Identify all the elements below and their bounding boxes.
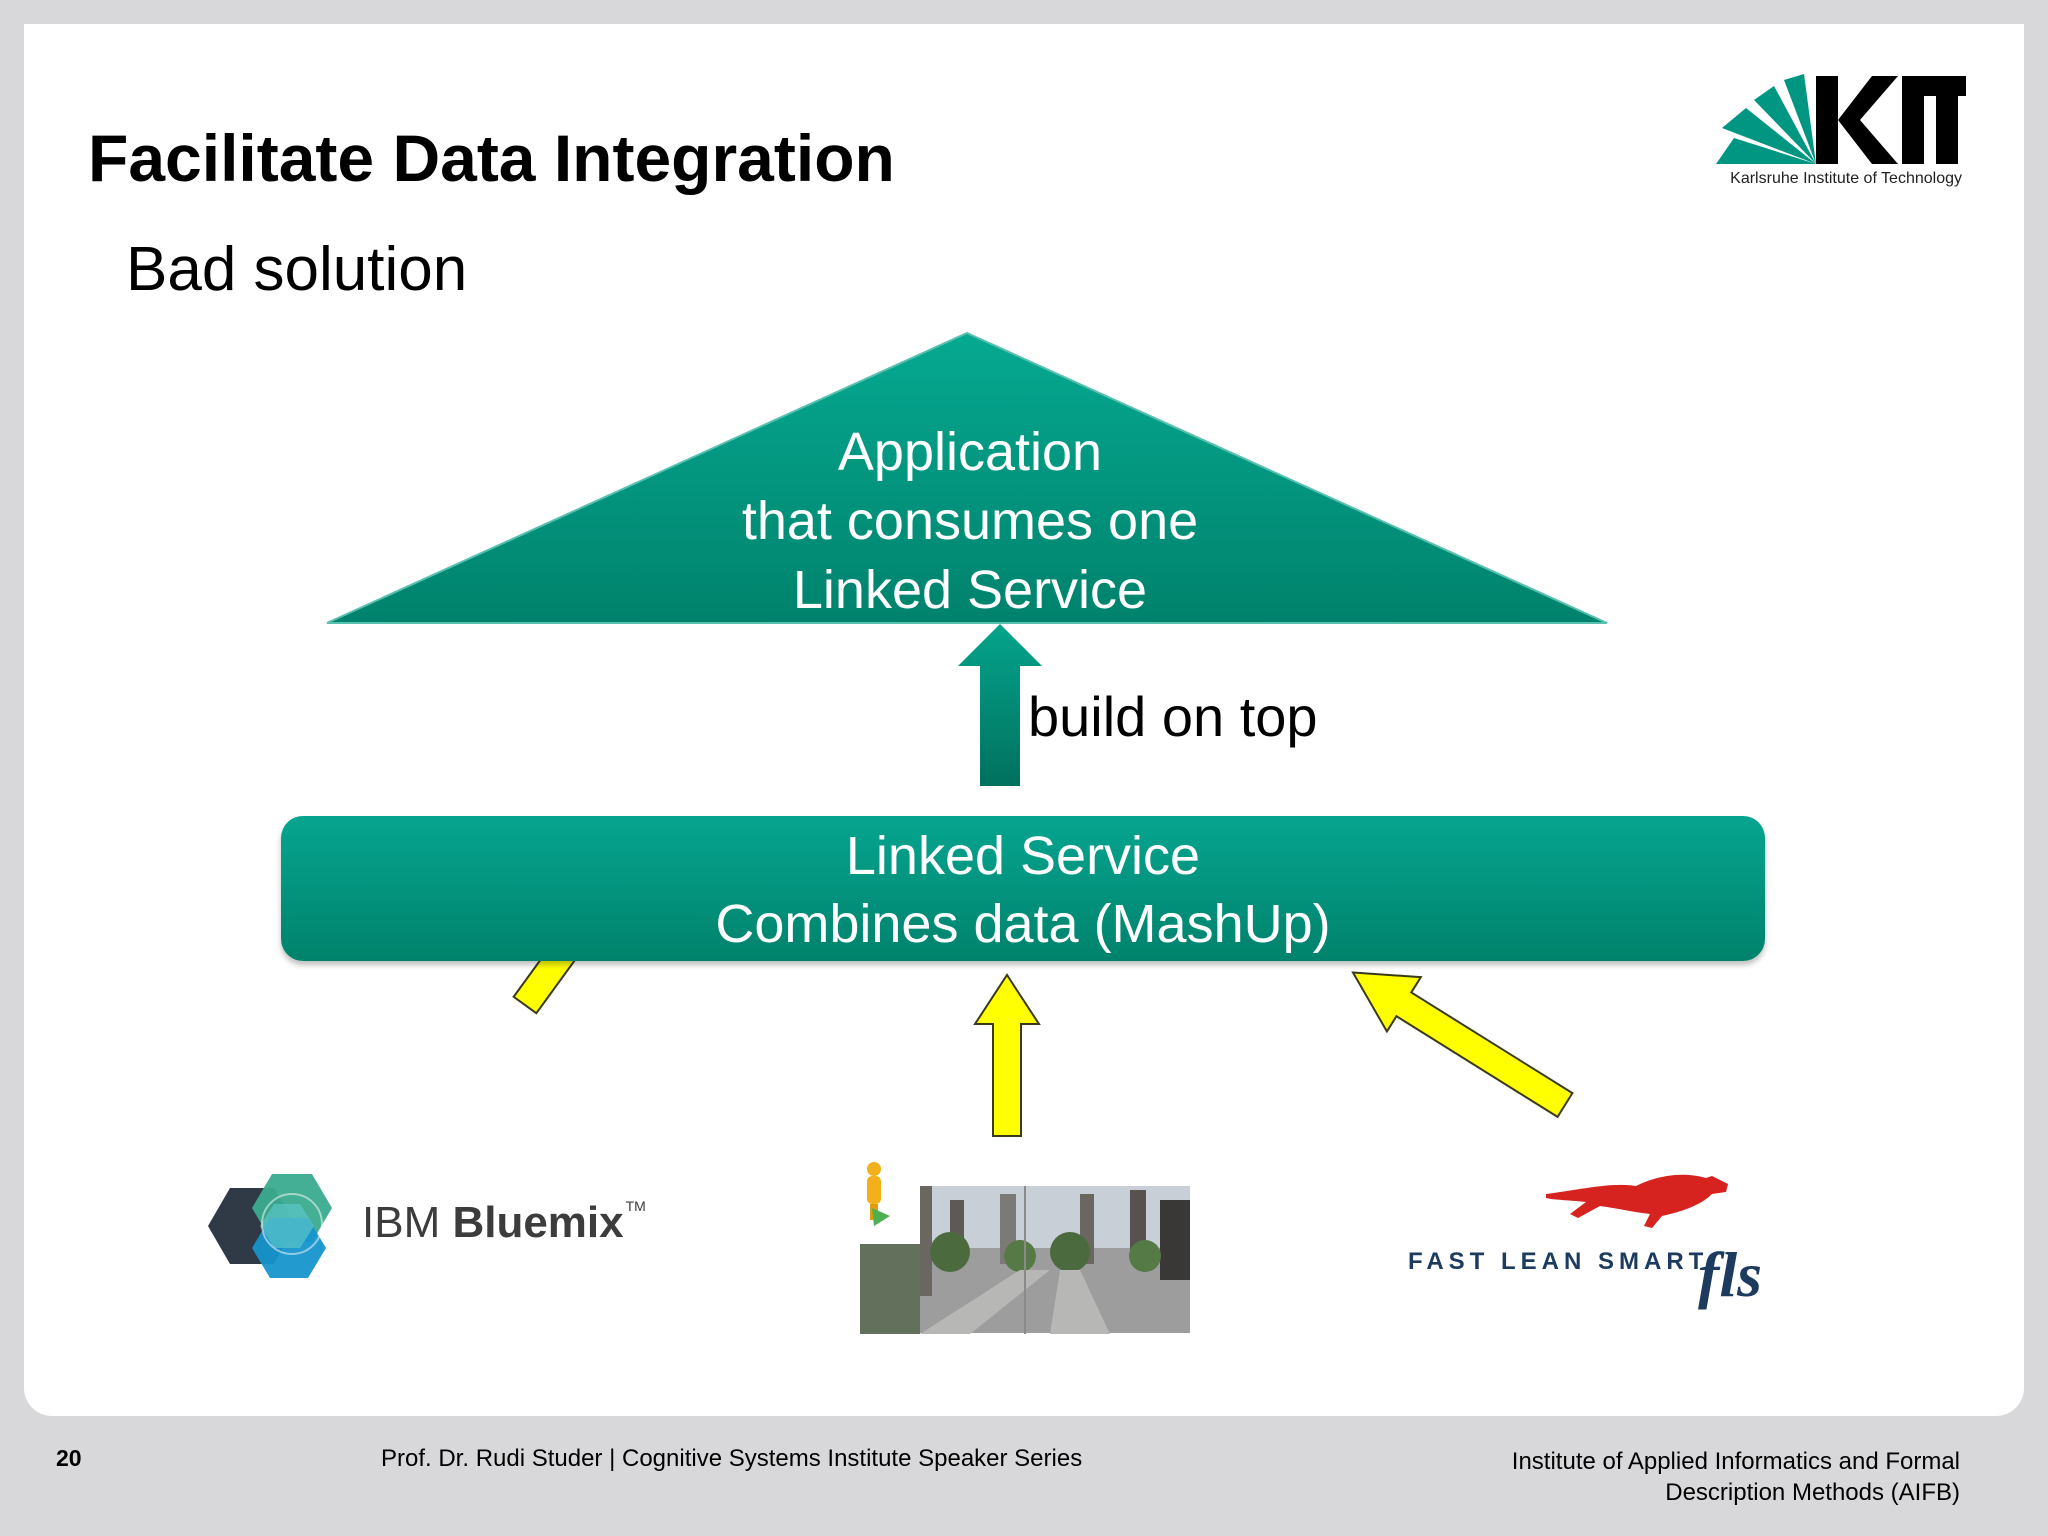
kit-logo (1716, 74, 1966, 164)
page-number: 20 (56, 1445, 82, 1471)
application-line: Linked Service (792, 560, 1148, 620)
pegman-icon (867, 1162, 890, 1226)
slide-title: Facilitate Data Integration (88, 121, 895, 195)
fls-wordmark: fls (1698, 1239, 1762, 1310)
build-on-top-arrow (958, 624, 1042, 786)
kit-fan-icon (1716, 74, 1816, 164)
presenter-credit: Prof. Dr. Rudi Studer | Cognitive System… (381, 1445, 1083, 1472)
linked-service-box (281, 816, 1765, 961)
institute-line: Description Methods (AIFB) (1665, 1479, 1960, 1506)
application-line: Application (837, 422, 1103, 482)
slide-subtitle: Bad solution (126, 235, 468, 304)
input-arrow-right (1351, 971, 1574, 1119)
street-view-image (860, 1162, 1190, 1334)
service-line: Linked Service (845, 826, 1201, 886)
ibm-wordmark-bold: Bluemix (452, 1198, 624, 1247)
application-triangle (326, 331, 1608, 624)
fls-tagline: FAST LEAN SMART. (1408, 1248, 1718, 1275)
application-label: Application that consumes one Linked Ser… (640, 418, 1300, 625)
trademark-symbol: TM (625, 1198, 646, 1214)
application-line: that consumes one (741, 491, 1199, 551)
kit-tagline: Karlsruhe Institute of Technology (1730, 170, 1962, 187)
build-on-top-label: build on top (1028, 685, 1318, 748)
linked-service-label: Linked Service Combines data (MashUp) (281, 822, 1765, 958)
kit-wordmark-icon (1816, 76, 1966, 164)
institute-line: Institute of Applied Informatics and For… (1511, 1448, 1960, 1475)
institute-name: Institute of Applied Informatics and For… (1512, 1446, 1960, 1508)
ibm-wordmark-regular: IBM (362, 1198, 453, 1247)
input-arrow-center (973, 973, 1041, 1137)
service-line: Combines data (MashUp) (715, 894, 1331, 954)
cheetah-icon (1546, 1174, 1728, 1228)
hexagon-cluster-icon (208, 1174, 332, 1278)
